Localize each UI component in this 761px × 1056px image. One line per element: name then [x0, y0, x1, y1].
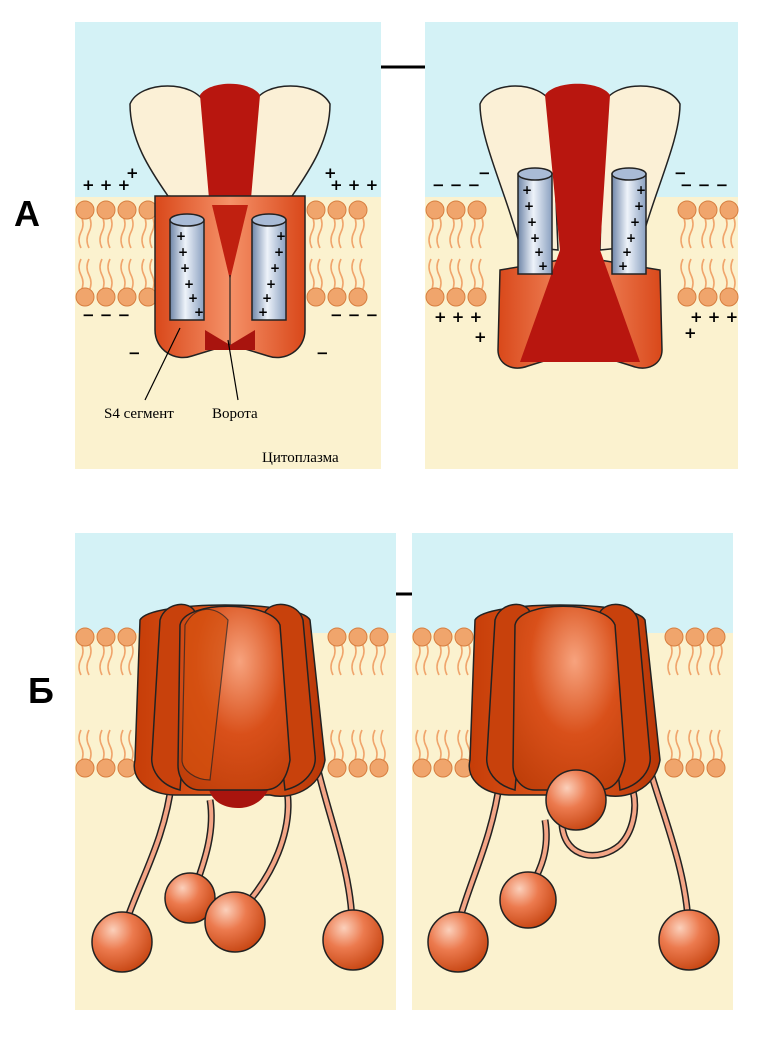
svg-text:+: + — [626, 231, 636, 245]
inactivation-ball — [499, 871, 557, 929]
ball-and-chain-channel-blocked — [427, 603, 720, 973]
panel-label-a: А — [14, 193, 40, 234]
inactivation-ball-blocking — [545, 769, 607, 831]
svg-text:+: + — [524, 199, 534, 213]
svg-text:+: + — [530, 231, 540, 245]
inactivation-ball — [322, 909, 384, 971]
charge-ext-left2: + — [126, 164, 139, 182]
svg-text:+: + — [618, 259, 628, 273]
voltage-gated-channel-closed: + + + + + + + + + + + + — [129, 83, 331, 359]
charge-int-left: + + + — [434, 308, 482, 326]
charge-int-right2: − — [316, 344, 329, 362]
label-cytoplasm: Цитоплазма — [262, 450, 339, 466]
svg-text:+: + — [636, 183, 646, 197]
charge-ext-left: + + + — [82, 176, 130, 194]
charge-ext-right: − − − — [680, 176, 728, 194]
charge-int-left2: − — [128, 344, 141, 362]
s4-charges-right: + + + + + + — [258, 229, 286, 319]
svg-text:+: + — [270, 261, 280, 275]
svg-text:+: + — [274, 245, 284, 259]
panel-a-open: + + + + + + + + + + + + − − − − − − − − … — [425, 22, 739, 469]
s4-cylinder-left — [169, 213, 205, 321]
inactivation-ball — [164, 872, 216, 924]
charge-int-right: + + + — [690, 308, 738, 326]
panel-b-inactivated — [412, 533, 733, 1010]
inactivation-ball — [427, 911, 489, 973]
svg-text:+: + — [622, 245, 632, 259]
svg-text:+: + — [194, 305, 204, 319]
s4-cylinder-left — [517, 167, 553, 275]
charge-ext-right1: + — [324, 164, 337, 182]
panel-b-open — [75, 533, 396, 1010]
svg-text:+: + — [634, 199, 644, 213]
svg-text:+: + — [258, 305, 268, 319]
svg-text:+: + — [188, 291, 198, 305]
svg-text:+: + — [538, 259, 548, 273]
pointer-gate — [227, 339, 239, 401]
voltage-gated-channel-open: + + + + + + + + + + + + — [479, 83, 681, 369]
charge-int-right: − − − — [330, 306, 378, 324]
charge-ext-left: − − − — [432, 176, 480, 194]
inactivation-ball — [658, 909, 720, 971]
pointer-s4 — [144, 327, 181, 401]
label-gate: Ворота — [212, 406, 258, 422]
label-s4-segment: S4 сегмент — [104, 406, 174, 422]
s4-charges-left: + + + + + + — [522, 183, 548, 273]
panel-label-b: Б — [28, 670, 54, 711]
membrane-bilayer — [412, 627, 726, 778]
charge-ext-right: + + + — [330, 176, 378, 194]
s4-charges-left: + + + + + + — [176, 229, 204, 319]
svg-text:+: + — [527, 215, 537, 229]
membrane-bilayer — [75, 627, 389, 778]
membrane-bilayer — [75, 200, 368, 307]
charge-int-right2: + — [684, 324, 697, 342]
s4-cylinder-right — [251, 213, 287, 321]
svg-text:+: + — [276, 229, 286, 243]
charge-ext-right1: − — [674, 164, 687, 182]
svg-text:+: + — [180, 261, 190, 275]
charge-ext-left2: − — [478, 164, 491, 182]
charge-int-left: − − − — [82, 306, 130, 324]
inactivation-ball — [204, 891, 266, 953]
s4-cylinder-right — [611, 167, 647, 275]
svg-text:+: + — [262, 291, 272, 305]
inactivation-ball — [91, 911, 153, 973]
svg-text:+: + — [534, 245, 544, 259]
svg-text:+: + — [266, 277, 276, 291]
s4-charges-right: + + + + + + — [618, 183, 646, 273]
svg-text:+: + — [522, 183, 532, 197]
svg-text:+: + — [630, 215, 640, 229]
membrane-bilayer — [425, 200, 739, 307]
svg-text:+: + — [184, 277, 194, 291]
ball-and-chain-channel-open — [91, 603, 384, 973]
svg-text:+: + — [176, 229, 186, 243]
panel-a-closed: + + + + + + + + + + + + + + + + + + + + … — [75, 22, 381, 469]
charge-int-left2: + — [474, 328, 487, 346]
svg-text:+: + — [178, 245, 188, 259]
